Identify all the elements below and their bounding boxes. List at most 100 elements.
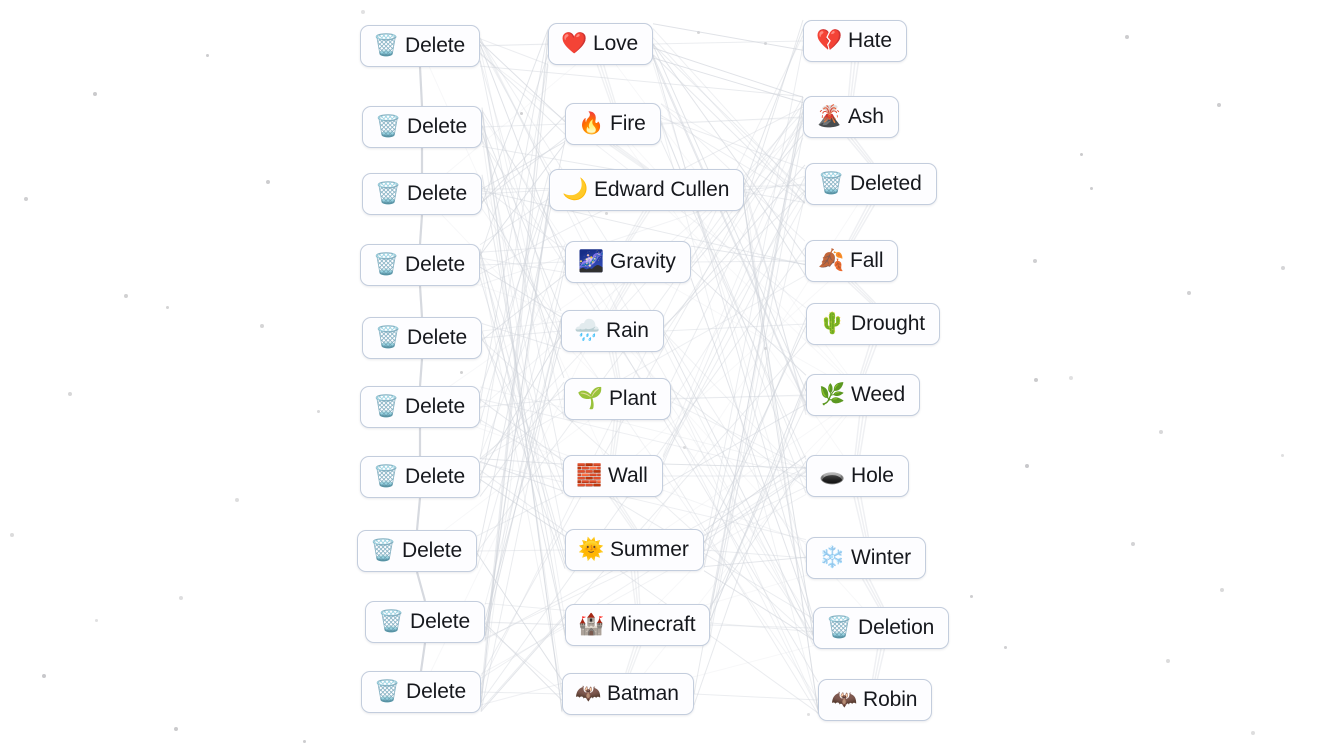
item-card-label: Rain — [606, 319, 649, 342]
background-dot — [205, 53, 209, 57]
item-card-drought[interactable]: 🌵Drought — [806, 303, 941, 345]
item-card-fire[interactable]: 🔥Fire — [565, 103, 661, 145]
background-dot — [361, 10, 365, 14]
item-card-delete-7[interactable]: 🗑️Delete — [360, 456, 481, 498]
wastebasket-icon: 🗑️ — [373, 33, 400, 57]
item-card-label: Delete — [407, 182, 468, 205]
item-card-label: Delete — [405, 34, 466, 57]
seedling-icon: 🌱 — [577, 386, 604, 410]
item-card-label: Summer — [610, 538, 689, 561]
brick-icon: 🧱 — [576, 463, 603, 487]
item-card-label: Winter — [851, 546, 912, 569]
item-card-delete-8[interactable]: 🗑️Delete — [357, 530, 478, 572]
background-dot — [1166, 659, 1170, 663]
background-dot — [1003, 645, 1007, 649]
crescent-moon-icon: 🌙 — [562, 177, 589, 201]
item-card-delete-9[interactable]: 🗑️Delete — [365, 601, 486, 643]
item-card-delete-5[interactable]: 🗑️Delete — [362, 317, 483, 359]
item-card-label: Delete — [405, 253, 466, 276]
background-dot — [1069, 376, 1073, 380]
snowflake-icon: ❄️ — [819, 545, 846, 569]
background-dot — [260, 324, 264, 328]
background-dot — [1025, 464, 1029, 468]
item-card-label: Love — [593, 32, 639, 55]
item-card-label: Delete — [406, 680, 467, 703]
fallen-leaf-icon: 🍂 — [818, 248, 845, 272]
item-card-plant[interactable]: 🌱Plant — [564, 378, 672, 420]
item-card-ash[interactable]: 🌋Ash — [803, 96, 899, 138]
item-card-label: Edward Cullen — [594, 178, 730, 201]
wastebasket-icon: 🗑️ — [375, 114, 402, 138]
item-card-delete-1[interactable]: 🗑️Delete — [360, 25, 481, 67]
item-card-weed[interactable]: 🌿Weed — [806, 374, 921, 416]
item-card-wall[interactable]: 🧱Wall — [563, 455, 663, 497]
item-card-edward[interactable]: 🌙Edward Cullen — [549, 169, 745, 211]
herb-icon: 🌿 — [819, 382, 846, 406]
item-card-label: Ash — [848, 105, 884, 128]
background-dot — [174, 727, 178, 731]
item-card-batman[interactable]: 🦇Batman — [562, 673, 694, 715]
item-card-hate[interactable]: 💔Hate — [803, 20, 907, 62]
item-card-gravity[interactable]: 🌌Gravity — [565, 241, 691, 283]
background-dot — [1220, 588, 1224, 592]
item-card-fall[interactable]: 🍂Fall — [805, 240, 899, 282]
background-dot — [94, 618, 98, 622]
background-dot — [682, 445, 686, 449]
background-dot — [10, 533, 14, 537]
item-card-delete-4[interactable]: 🗑️Delete — [360, 244, 481, 286]
wastebasket-icon: 🗑️ — [373, 252, 400, 276]
item-card-love[interactable]: ❤️Love — [548, 23, 654, 65]
background-dot — [266, 180, 270, 184]
background-dot — [235, 498, 239, 502]
item-card-label: Deletion — [858, 616, 935, 639]
item-card-delete-2[interactable]: 🗑️Delete — [362, 106, 483, 148]
item-card-winter[interactable]: ❄️Winter — [806, 537, 927, 579]
background-dot — [459, 370, 463, 374]
bat-icon: 🦇 — [575, 681, 602, 705]
item-card-summer[interactable]: 🌞Summer — [565, 529, 704, 571]
background-dot — [42, 674, 46, 678]
item-card-label: Weed — [851, 383, 906, 406]
item-card-label: Fall — [850, 249, 884, 272]
background-dot — [1281, 266, 1285, 270]
background-dot — [604, 211, 608, 215]
background-dot — [68, 392, 72, 396]
item-card-hole[interactable]: 🕳️Hole — [806, 455, 909, 497]
background-dot — [1034, 378, 1038, 382]
background-dot — [24, 197, 28, 201]
background-dot — [93, 92, 97, 96]
item-card-label: Wall — [608, 464, 648, 487]
background-dot — [1079, 152, 1083, 156]
item-card-label: Batman — [607, 682, 679, 705]
item-card-label: Delete — [407, 115, 468, 138]
milky-way-icon: 🌌 — [578, 249, 605, 273]
item-card-rain[interactable]: 🌧️Rain — [561, 310, 664, 352]
item-card-deleted[interactable]: 🗑️Deleted — [805, 163, 937, 205]
item-card-label: Fire — [610, 112, 646, 135]
wastebasket-icon: 🗑️ — [374, 679, 401, 703]
item-card-delete-10[interactable]: 🗑️Delete — [361, 671, 482, 713]
item-card-label: Delete — [407, 326, 468, 349]
item-card-delete-6[interactable]: 🗑️Delete — [360, 386, 481, 428]
wastebasket-icon: 🗑️ — [375, 181, 402, 205]
item-card-label: Hole — [851, 464, 894, 487]
sun-with-face-icon: 🌞 — [578, 537, 605, 561]
item-card-delete-3[interactable]: 🗑️Delete — [362, 173, 483, 215]
item-card-label: Minecraft — [610, 613, 696, 636]
wastebasket-icon: 🗑️ — [826, 615, 853, 639]
background-dot — [806, 712, 810, 716]
background-dot — [696, 30, 700, 34]
background-dot — [1089, 186, 1093, 190]
item-card-label: Deleted — [850, 172, 922, 195]
item-card-minecraft[interactable]: 🏰Minecraft — [565, 604, 711, 646]
background-dot — [124, 294, 128, 298]
wastebasket-icon: 🗑️ — [373, 464, 400, 488]
background-dot — [1033, 259, 1037, 263]
background-dot — [1217, 103, 1221, 107]
bat-icon: 🦇 — [831, 687, 858, 711]
item-card-deletion[interactable]: 🗑️Deletion — [813, 607, 950, 649]
item-card-robin[interactable]: 🦇Robin — [818, 679, 933, 721]
red-heart-icon: ❤️ — [561, 31, 588, 55]
background-dot — [179, 596, 183, 600]
